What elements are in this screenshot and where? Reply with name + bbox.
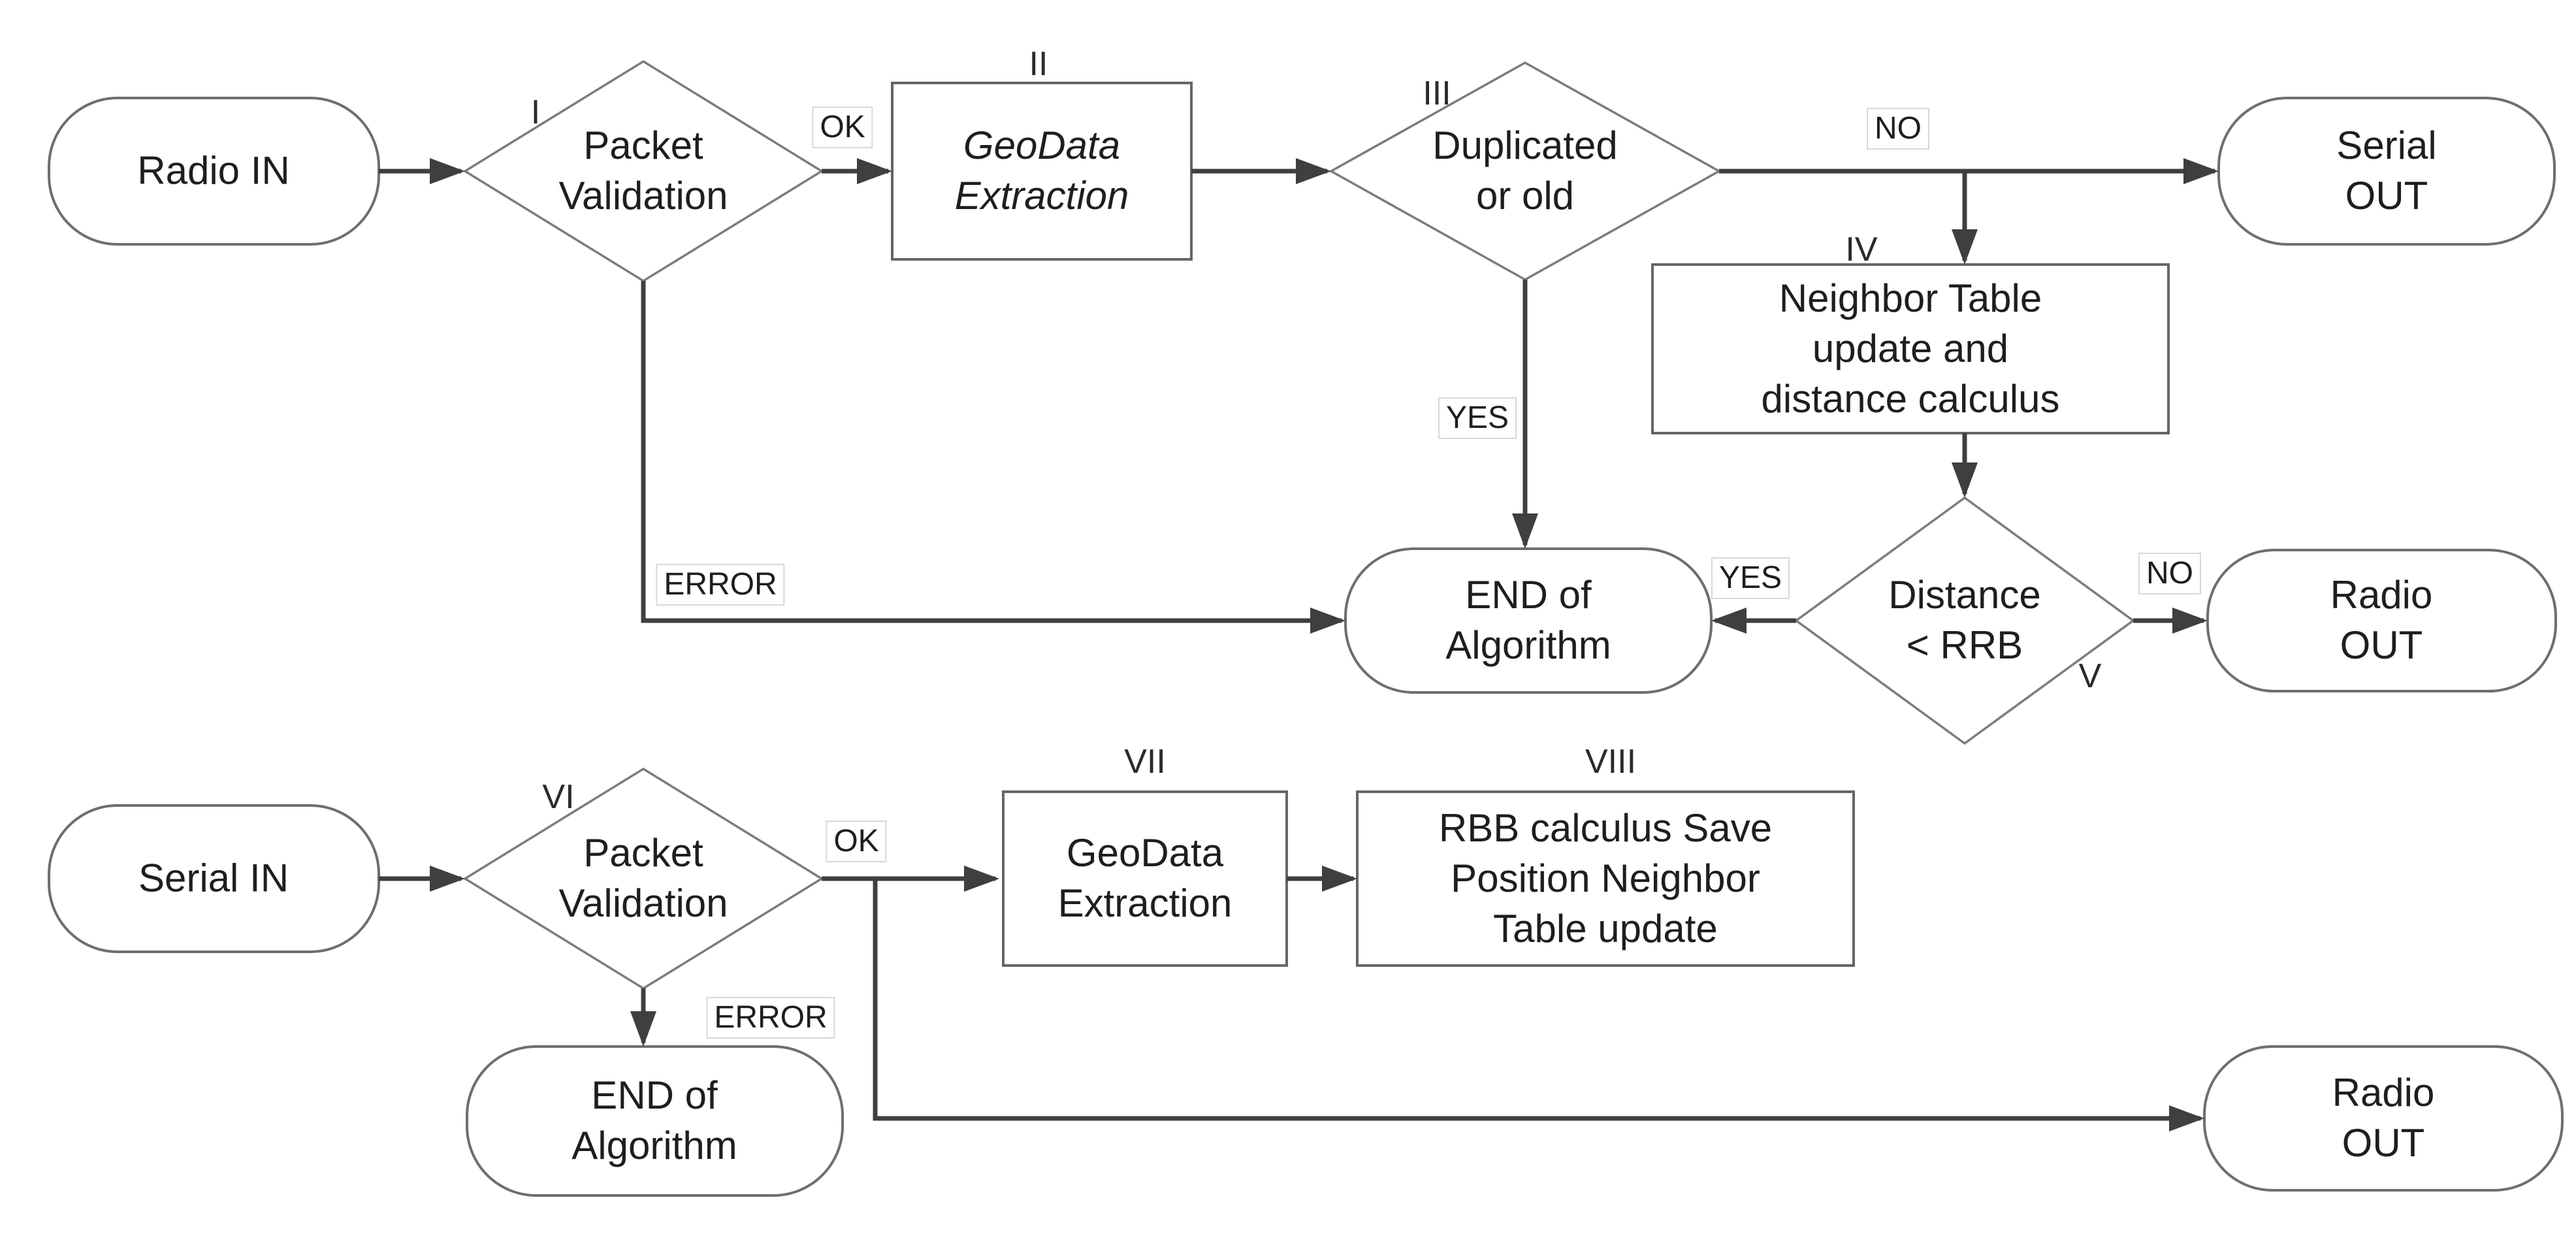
radio-out-2-shape	[2203, 1045, 2564, 1192]
edge-label-ok-1: OK	[812, 106, 873, 148]
numeral-8: VIII	[1585, 743, 1637, 781]
serial-out-shape	[2217, 97, 2556, 246]
numeral-5: V	[2078, 657, 2102, 695]
neighbor-table-update-label: Neighbor Table update and distance calcu…	[1761, 276, 2060, 421]
radio-in-label: Radio IN	[137, 148, 290, 193]
edge-label-yes-2: YES	[1711, 557, 1790, 599]
edge-label-no-1: NO	[1867, 108, 1929, 150]
duplicated-or-old-label: Duplicated or old	[1432, 123, 1618, 218]
end-of-algorithm-2-label: END of Algorithm	[572, 1073, 737, 1167]
end-of-algorithm-2-shape	[466, 1045, 844, 1197]
packet-validation-1-label: Packet Validation	[558, 123, 728, 218]
serial-in-label: Serial IN	[138, 856, 289, 900]
radio-out-2-label: Radio OUT	[2332, 1071, 2435, 1165]
serial-out-label: Serial OUT	[2336, 123, 2437, 218]
arrow-ok-branch-to-radio-out-2	[873, 879, 2204, 1131]
numeral-7: VII	[1124, 743, 1166, 781]
packet-validation-2-label: Packet Validation	[558, 831, 728, 925]
numeral-6: VI	[542, 778, 575, 816]
edge-label-error-2: ERROR	[706, 997, 835, 1039]
rbb-calculus-shape	[1356, 790, 1855, 967]
edge-label-error-1: ERROR	[656, 564, 785, 606]
numeral-1: I	[530, 93, 541, 131]
radio-out-1-shape	[2206, 549, 2557, 692]
radio-out-1-label: Radio OUT	[2330, 573, 2433, 667]
edge-label-yes-1: YES	[1438, 397, 1517, 439]
geodata-extraction-1-shape	[891, 82, 1193, 261]
geodata-extraction-2-label: GeoData Extraction	[1057, 831, 1232, 925]
edge-label-no-2: NO	[2138, 553, 2201, 594]
neighbor-table-update-shape	[1651, 263, 2170, 434]
geodata-extraction-1-label: GeoData Extraction	[954, 123, 1129, 218]
numeral-4: IV	[1845, 231, 1878, 268]
distance-rrb-label: Distance < RRB	[1888, 573, 2041, 667]
end-of-algorithm-1-label: END of Algorithm	[1445, 573, 1611, 667]
numeral-2: II	[1029, 45, 1048, 83]
numeral-3: III	[1423, 74, 1451, 112]
arrow-validation-1-error-to-end-1	[641, 281, 1345, 634]
edge-label-ok-2: OK	[826, 820, 887, 862]
rbb-calculus-label: RBB calculus Save Position Neighbor Tabl…	[1438, 805, 1773, 950]
distance-rrb-shape	[1794, 496, 2135, 745]
